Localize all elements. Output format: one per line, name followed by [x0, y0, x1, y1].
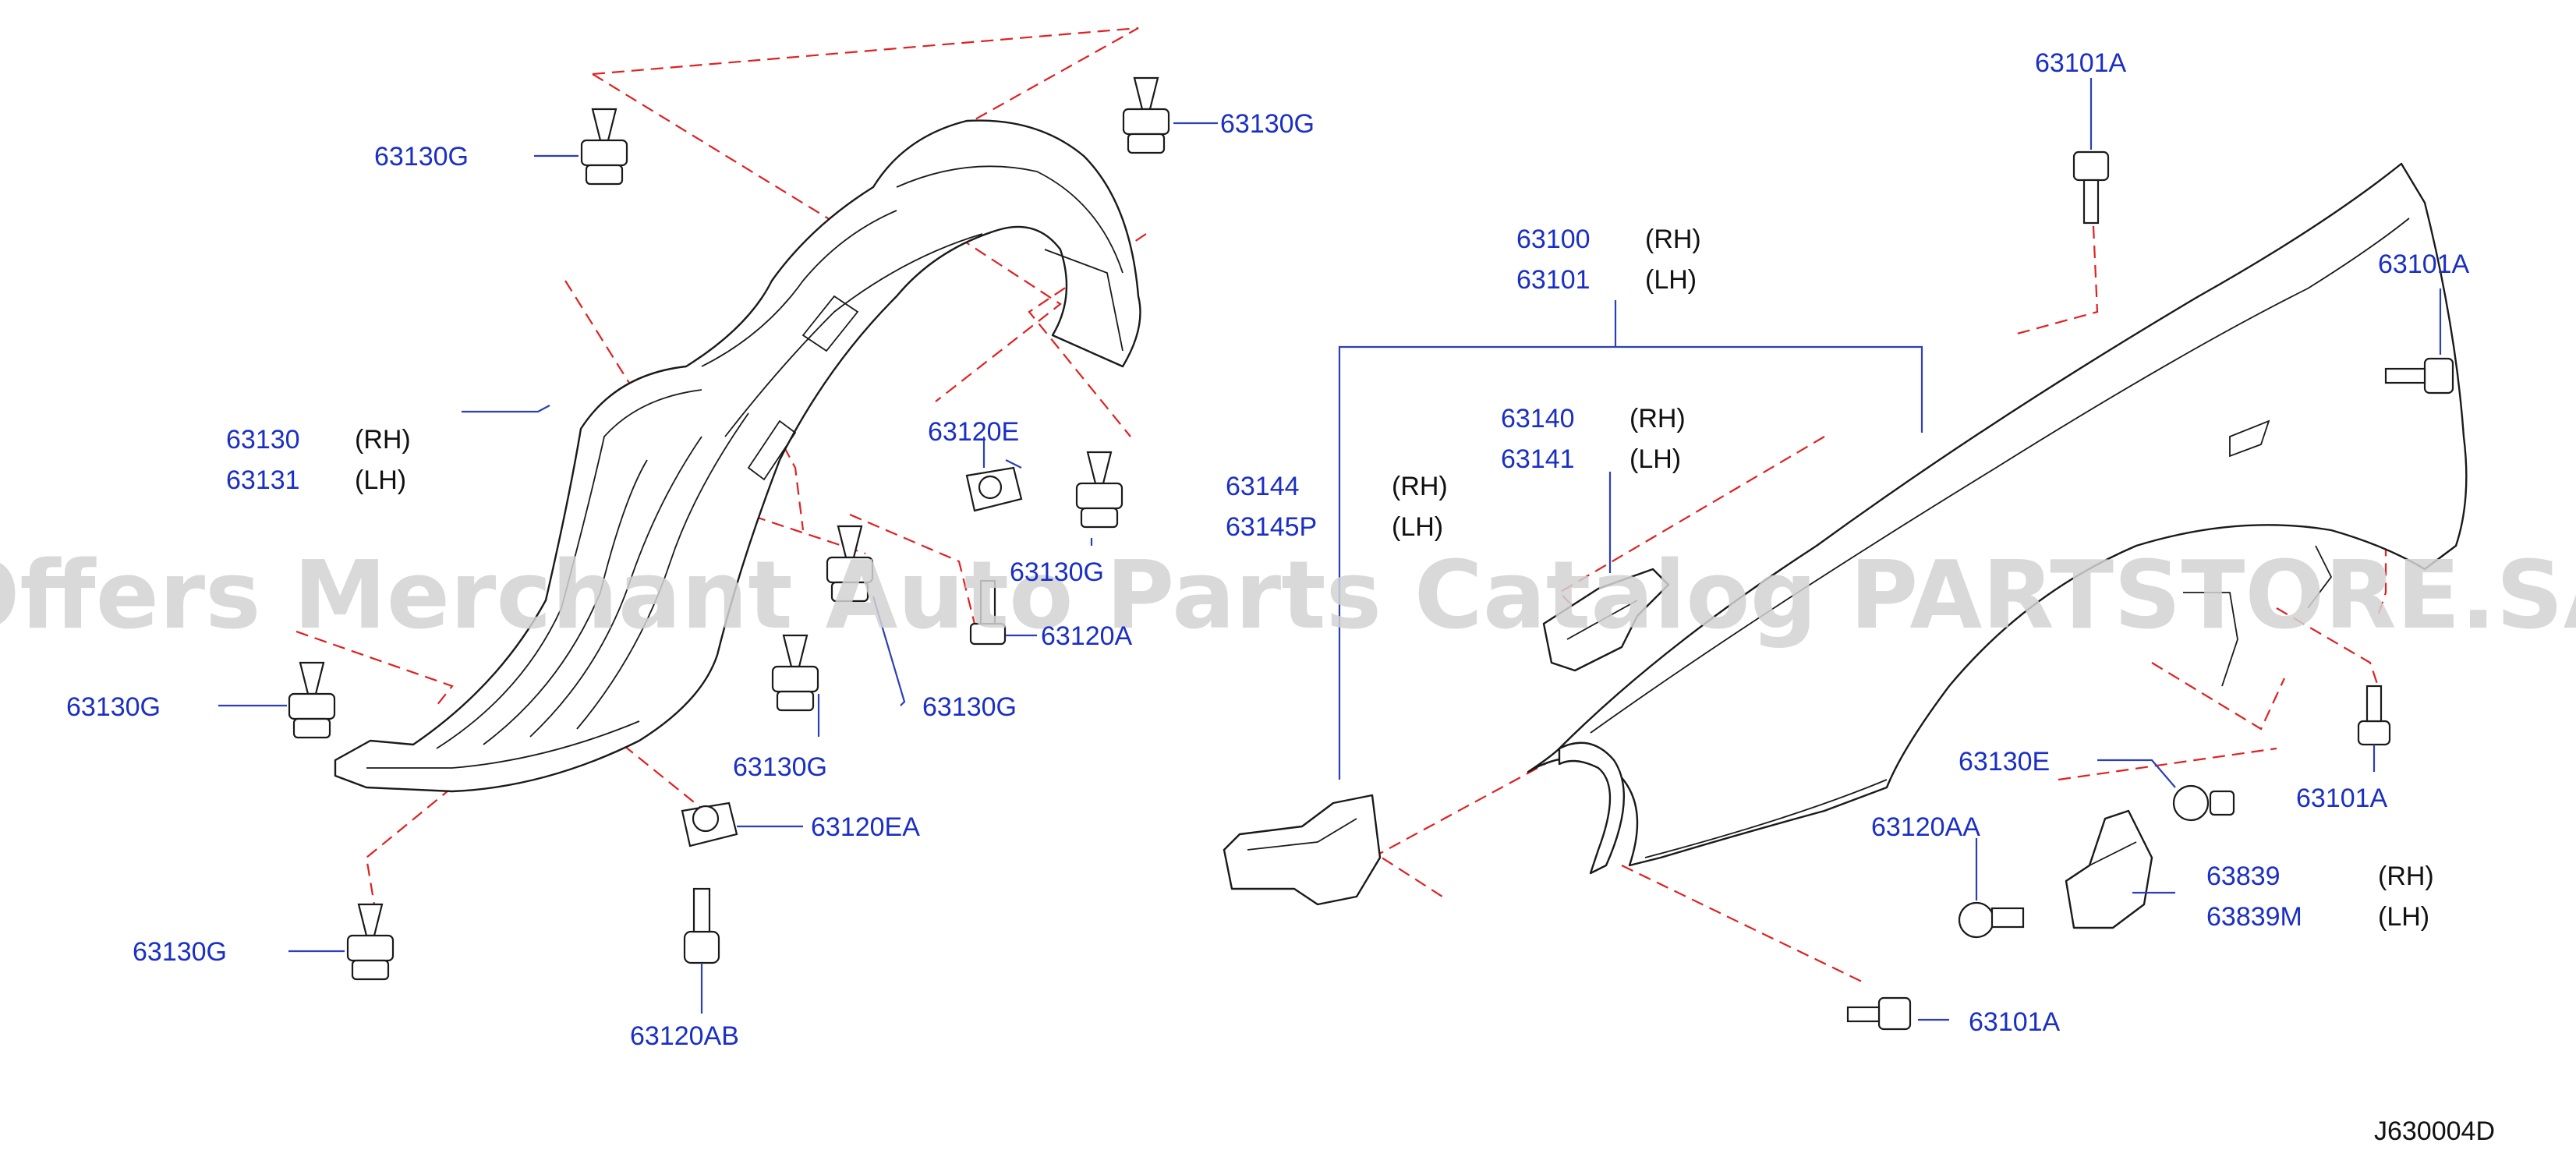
label-liner-lh-code[interactable]: 63131	[226, 465, 300, 495]
label-63130g-inner-3[interactable]: 63130G	[733, 752, 827, 782]
label-63130g-top-left[interactable]: 63130G	[374, 142, 469, 172]
label-liner-rh-side: (RH)	[355, 425, 411, 455]
label-bracket-63141-code[interactable]: 63141	[1501, 444, 1575, 474]
push-clip-icon	[288, 661, 336, 739]
label-seal-rh-side: (RH)	[2378, 862, 2434, 891]
part-labels: 63130G 63130G 63130 (RH) 63131 (LH) 6313…	[66, 48, 2470, 1051]
bolt-icon	[2072, 150, 2110, 225]
push-clip-icon	[346, 903, 395, 981]
push-clip-icon	[2172, 784, 2235, 822]
label-63120ea[interactable]: 63120EA	[811, 812, 920, 842]
bolt-icon	[1958, 901, 2025, 939]
clip-nut-icon	[681, 801, 738, 847]
label-63101a-right-bottom[interactable]: 63101A	[2296, 784, 2388, 813]
label-63120a[interactable]: 63120A	[1041, 621, 1133, 651]
bracket-63140-drawing	[1542, 568, 1670, 672]
label-63130g-top-center[interactable]: 63130G	[1220, 109, 1315, 139]
bolt-icon	[2357, 685, 2391, 746]
label-bracket-63144-code[interactable]: 63144	[1226, 472, 1300, 501]
fender-liner-drawing	[334, 119, 1141, 793]
label-seal-lh-code[interactable]: 63839M	[2206, 902, 2302, 932]
label-63101a-top[interactable]: 63101A	[2035, 48, 2127, 78]
label-63130g-left-mid[interactable]: 63130G	[66, 692, 161, 722]
push-clip-icon	[826, 525, 874, 603]
label-bracket-63144-side: (RH)	[1392, 472, 1448, 501]
label-63130g-inner-2[interactable]: 63130G	[922, 692, 1017, 722]
label-63101a-right-top[interactable]: 63101A	[2378, 249, 2470, 279]
push-clip-icon	[580, 108, 628, 186]
label-63120aa[interactable]: 63120AA	[1871, 812, 1980, 842]
diagram-ref-code: J630004D	[2374, 1116, 2495, 1146]
label-63130g-bottom-left[interactable]: 63130G	[133, 937, 227, 967]
leader-lines	[218, 78, 2442, 1021]
watermark-text: Offers Merchant Auto Parts Catalog PARTS…	[0, 542, 2576, 650]
clip-nut-icon	[965, 466, 1023, 512]
label-fender-rh-code[interactable]: 63100	[1516, 225, 1591, 254]
push-clip-icon	[771, 634, 819, 712]
label-fender-lh-side: (LH)	[1645, 265, 1697, 295]
bolt-icon	[683, 887, 720, 964]
label-liner-lh-side: (LH)	[355, 465, 406, 495]
label-63120e[interactable]: 63120E	[928, 417, 1019, 447]
bracket-63144-drawing	[1223, 794, 1382, 906]
label-63130e[interactable]: 63130E	[1959, 747, 2050, 777]
push-clip-icon	[1075, 451, 1123, 529]
label-liner-rh-code[interactable]: 63130	[226, 425, 300, 455]
label-63101a-bottom[interactable]: 63101A	[1969, 1007, 2061, 1037]
label-fender-rh-side: (RH)	[1645, 225, 1701, 254]
label-bracket-63140-side: (RH)	[1629, 404, 1686, 433]
front-fender-drawing	[1527, 162, 2468, 875]
label-fender-lh-code[interactable]: 63101	[1516, 265, 1591, 295]
label-bracket-63145p-side: (LH)	[1392, 512, 1443, 542]
push-clip-icon	[1122, 76, 1170, 154]
label-seal-rh-code[interactable]: 63839	[2206, 862, 2281, 891]
label-63120ab[interactable]: 63120AB	[630, 1021, 739, 1051]
seal-63839-drawing	[2065, 809, 2153, 929]
label-63130g-inner-1[interactable]: 63130G	[1010, 557, 1104, 587]
label-bracket-63141-side: (LH)	[1629, 444, 1681, 474]
bolt-icon	[2384, 357, 2454, 395]
bolt-icon	[1846, 996, 1912, 1031]
bolt-icon	[969, 579, 1007, 646]
label-bracket-63140-code[interactable]: 63140	[1501, 404, 1575, 433]
label-bracket-63145p-code[interactable]: 63145P	[1226, 512, 1317, 542]
label-seal-lh-side: (LH)	[2378, 902, 2429, 932]
